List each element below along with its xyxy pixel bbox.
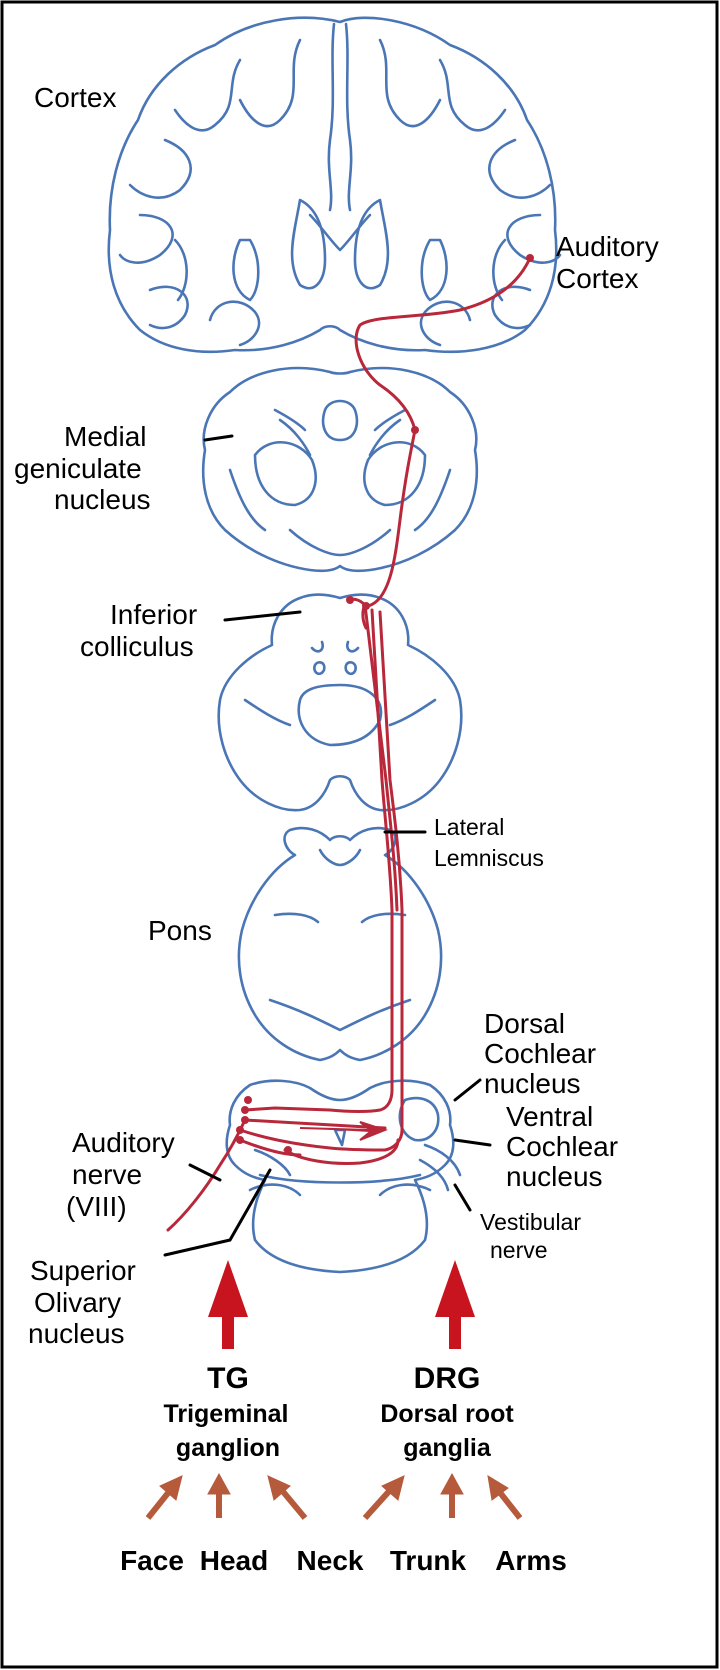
ganglion-drg-name-1: Dorsal root (380, 1400, 514, 1428)
svg-text:Inferior: Inferior (110, 599, 197, 630)
body-part-face: Face (120, 1545, 184, 1576)
svg-text:Olivary: Olivary (34, 1287, 121, 1318)
ganglion-tg: TG Trigeminal ganglion (163, 1362, 288, 1462)
svg-text:nucleus: nucleus (54, 484, 151, 515)
svg-text:Superior: Superior (30, 1255, 136, 1286)
label-lateral-lemniscus: Lateral Lemniscus (434, 814, 544, 871)
pons-section (239, 828, 441, 1060)
ganglion-tg-name-1: Trigeminal (163, 1400, 288, 1428)
svg-text:Auditory: Auditory (72, 1127, 175, 1158)
input-arrows (148, 1474, 520, 1518)
svg-text:colliculus: colliculus (80, 631, 194, 662)
svg-text:nucleus: nucleus (28, 1318, 125, 1349)
svg-text:geniculate: geniculate (14, 453, 142, 484)
body-part-arms: Arms (495, 1545, 567, 1576)
svg-text:Vestibular: Vestibular (480, 1209, 581, 1235)
svg-text:Cortex: Cortex (556, 263, 638, 294)
ganglion-drg-name-2: ganglia (403, 1434, 492, 1462)
svg-text:Ventral: Ventral (506, 1101, 593, 1132)
tg-up-arrow-icon (208, 1260, 248, 1349)
body-part-head: Head (200, 1545, 268, 1576)
label-auditory-nerve: Auditory nerve (VIII) (66, 1127, 175, 1222)
svg-text:Lateral: Lateral (434, 814, 504, 840)
svg-text:nerve: nerve (72, 1159, 142, 1190)
arms-arrow-2-icon (488, 1476, 520, 1518)
label-pons: Pons (148, 915, 212, 946)
svg-text:Medial: Medial (64, 421, 146, 452)
ganglion-tg-abbr: TG (207, 1362, 249, 1395)
arms-arrow-icon (441, 1474, 463, 1518)
label-superior-olivary: Superior Olivary nucleus (28, 1255, 136, 1349)
svg-text:nucleus: nucleus (484, 1068, 581, 1099)
label-ventral-cochlear: Ventral Cochlear nucleus (506, 1101, 618, 1192)
svg-text:nerve: nerve (490, 1237, 548, 1263)
label-vestibular-nerve: Vestibular nerve (480, 1209, 581, 1263)
body-part-neck: Neck (297, 1545, 364, 1576)
drg-up-arrow-icon (435, 1260, 475, 1349)
label-dorsal-cochlear: Dorsal Cochlear nucleus (484, 1008, 596, 1099)
trunk-arrow-icon (365, 1476, 404, 1518)
label-cortex: Cortex (34, 82, 116, 113)
colliculus-section (219, 595, 462, 811)
label-inferior-colliculus: Inferior colliculus (80, 599, 197, 662)
neck-arrow-icon (268, 1476, 305, 1518)
face-arrow-icon (148, 1476, 182, 1518)
body-part-labels: Face Head Neck Trunk Arms (120, 1545, 567, 1576)
ganglion-tg-name-2: ganglion (176, 1434, 280, 1462)
ganglion-drg: DRG Dorsal root ganglia (380, 1362, 514, 1462)
cortex-section (109, 18, 560, 352)
label-auditory-cortex: Auditory Cortex (556, 231, 659, 294)
body-part-trunk: Trunk (390, 1545, 467, 1576)
svg-text:(VIII): (VIII) (66, 1191, 127, 1222)
head-arrow-icon (208, 1474, 230, 1518)
svg-text:Dorsal: Dorsal (484, 1008, 565, 1039)
ganglion-drg-abbr: DRG (414, 1362, 481, 1395)
thalamus-section (203, 368, 477, 571)
label-medial-geniculate: Medial geniculate nucleus (14, 421, 151, 515)
svg-text:Auditory: Auditory (556, 231, 659, 262)
svg-text:Cochlear: Cochlear (484, 1038, 596, 1069)
svg-text:Lemniscus: Lemniscus (434, 845, 544, 871)
svg-text:Cochlear: Cochlear (506, 1131, 618, 1162)
svg-text:nucleus: nucleus (506, 1161, 603, 1192)
